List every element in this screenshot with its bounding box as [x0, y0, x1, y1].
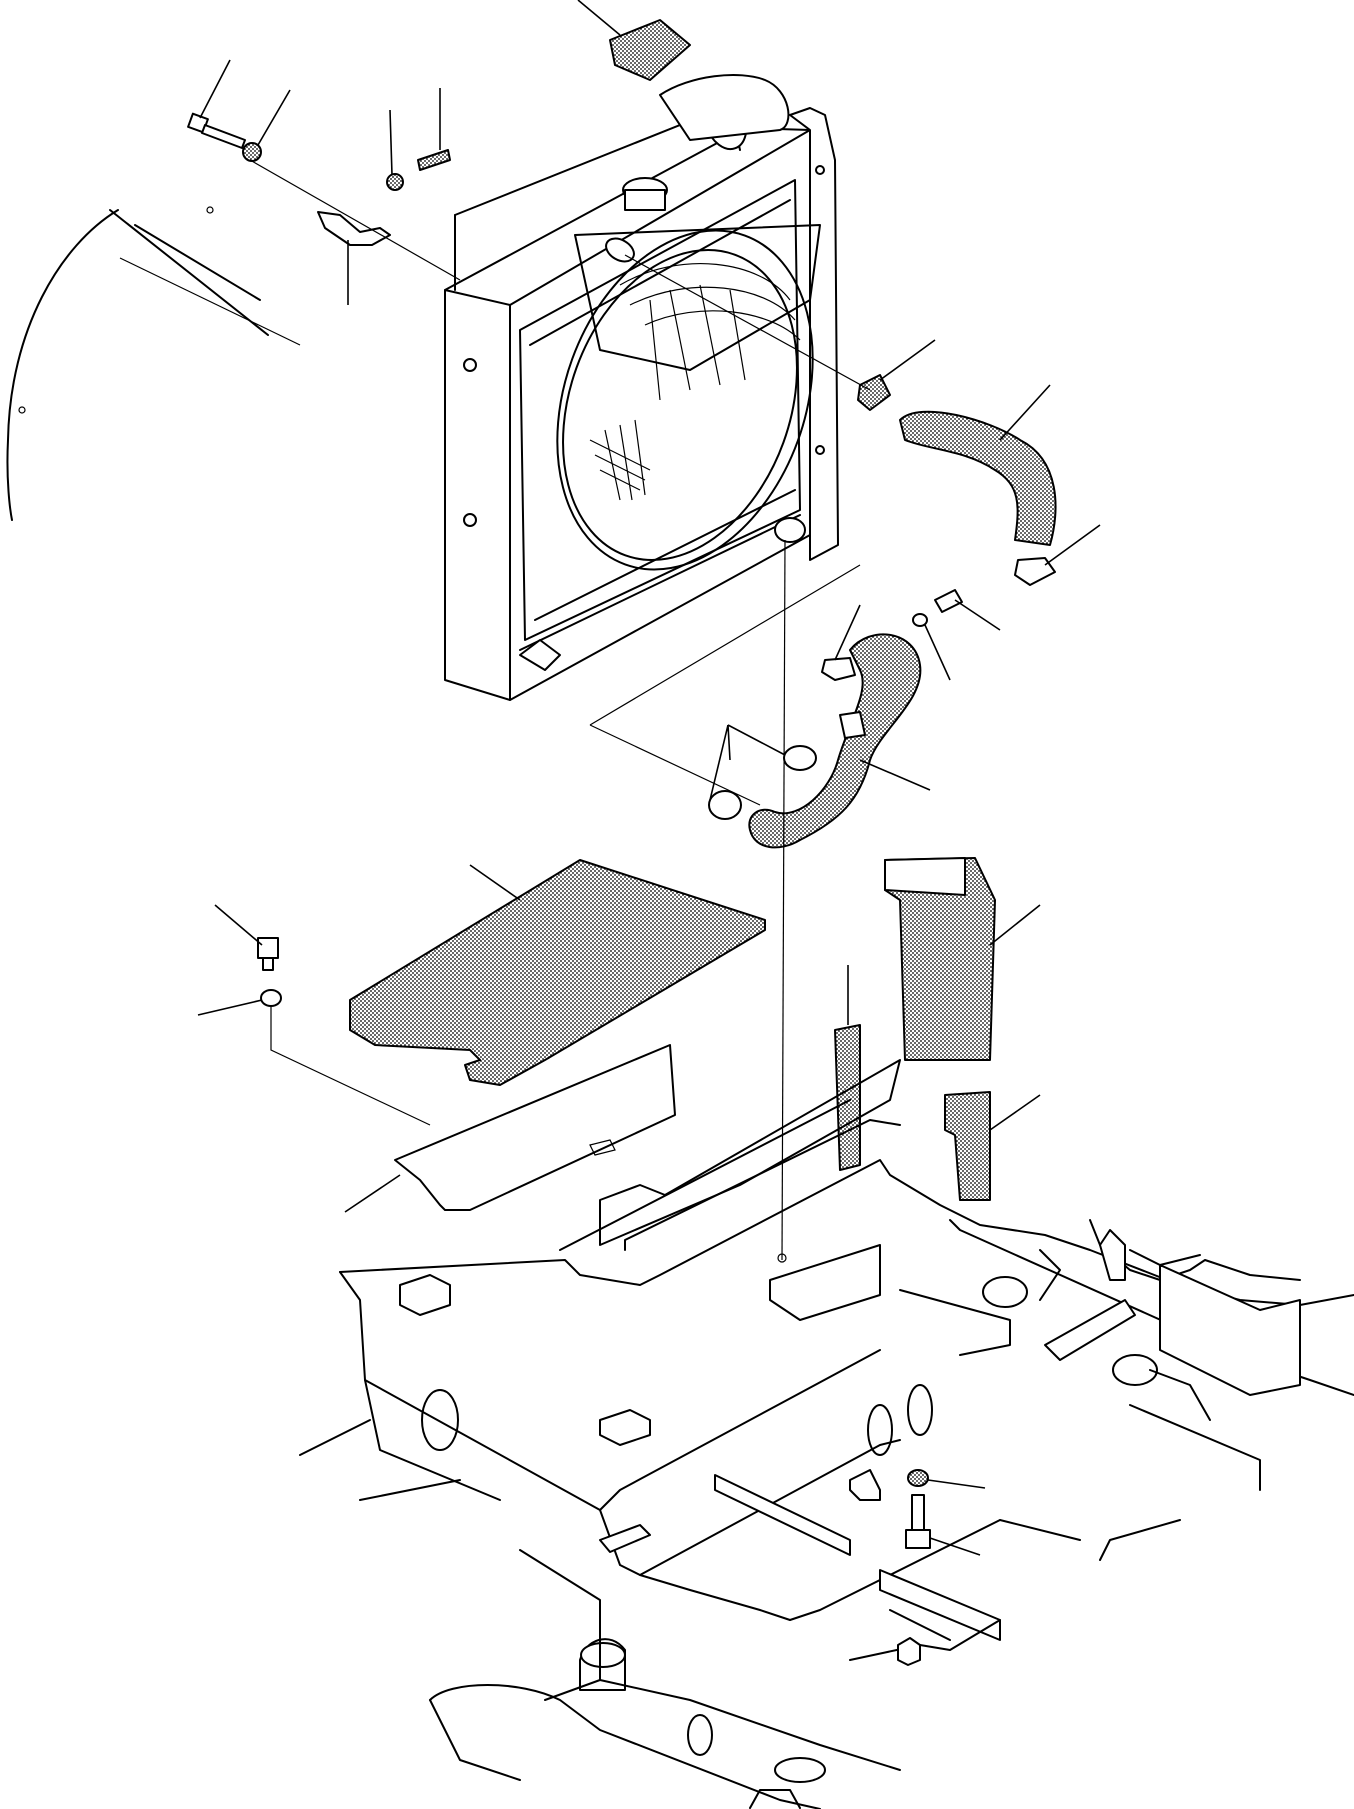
- cover-plate: [394, 1044, 676, 1211]
- alignment-line: [270, 1006, 431, 1126]
- radiator: [444, 104, 839, 701]
- shroud: [556, 224, 821, 571]
- cover-tab: [589, 1139, 616, 1156]
- washer-left: [197, 989, 282, 1016]
- bracket-clamp: [317, 211, 391, 305]
- washer-mid: [912, 613, 951, 681]
- leader-line: [989, 1094, 1041, 1131]
- leader-line: [577, 0, 621, 36]
- radiator-cap: [605, 74, 806, 543]
- washer-bottom: [907, 1469, 986, 1489]
- seal-block-top: [884, 857, 966, 896]
- bolt-left: [214, 904, 279, 971]
- seal-block-large: [884, 857, 996, 1061]
- frame: [299, 1059, 1354, 1809]
- hose-clamp-upper: [857, 339, 936, 411]
- upper-hose: [899, 410, 1057, 546]
- alignment-line: [589, 564, 861, 806]
- hose-bracket: [821, 604, 861, 681]
- seal-block-small: [944, 1091, 991, 1201]
- seal-pad-large: [349, 859, 766, 1086]
- bolt-mid: [934, 589, 1001, 631]
- bolt-bottom: [905, 1494, 981, 1556]
- leader-line: [469, 864, 521, 901]
- seal-strip: [834, 1024, 861, 1171]
- bracket-label: [609, 19, 691, 81]
- leader-line: [859, 759, 931, 791]
- engine-hood-outline: [6, 206, 301, 521]
- alignment-line: [249, 159, 461, 281]
- leader-line: [989, 904, 1041, 946]
- leader-line: [999, 384, 1051, 441]
- bolt-top: [417, 88, 451, 171]
- washer-top: [386, 109, 404, 191]
- lower-hose: [748, 633, 922, 849]
- alignment-line: [781, 539, 786, 1261]
- hose-clamps-lower: [708, 724, 817, 820]
- hose-clamp-upper-2: [1014, 524, 1101, 586]
- leader-line: [344, 1174, 401, 1213]
- bolt-top-left: [187, 59, 246, 149]
- washer-top-left: [242, 89, 291, 162]
- alignment-line: [624, 254, 871, 391]
- hose-coupling: [839, 711, 866, 739]
